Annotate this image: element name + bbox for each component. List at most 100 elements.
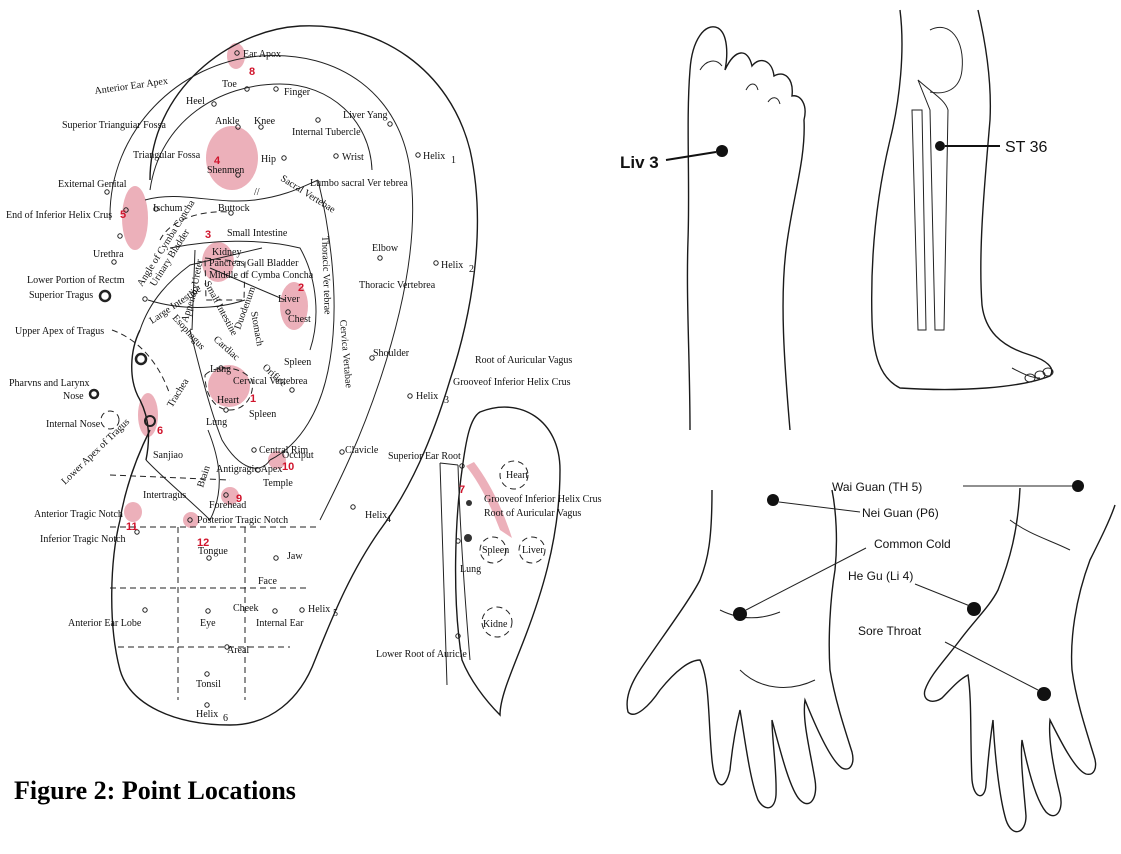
ear-label: Superior Trianguiar Fossa — [62, 120, 166, 131]
point-number: 10 — [282, 461, 294, 473]
posterior-ear-label: Lower Root of Auricle — [376, 649, 467, 660]
posterior-ear-labels: Root of Auricular Vagus Grooveof Inferio… — [376, 355, 602, 660]
point-number: 4 — [214, 155, 221, 167]
posterior-ear-diagram: 7 Root of Auricular Vagus Grooveof Infer… — [376, 355, 602, 715]
helix-subscript: 1 — [451, 155, 456, 166]
ear-label: Ankle — [215, 116, 240, 127]
svg-text://: // — [254, 187, 260, 198]
ear-label: Lumbo sacral Ver tebrea — [310, 178, 408, 189]
ear-label: Clavicle — [345, 445, 379, 456]
foot-diagram: Liv 3 — [620, 27, 805, 430]
ear-label: Nose — [63, 391, 84, 402]
liv3-label: Liv 3 — [620, 153, 659, 172]
leg-diagram: ST 36 — [872, 10, 1053, 390]
figure-caption: Figure 2: Point Locations — [14, 776, 296, 806]
ear-label: Upper Apex of Tragus — [15, 326, 104, 337]
ear-label: Middle of Cymba Concha — [209, 270, 314, 281]
right-hand-outline — [924, 488, 1115, 832]
ear-label: Cervical Vertebrea — [233, 376, 308, 387]
helix-subscript: 6 — [223, 713, 228, 724]
st36-point — [935, 141, 945, 151]
point-number: 2 — [298, 282, 304, 294]
ear-label: Knee — [254, 116, 276, 127]
ear-label: Occiput — [282, 450, 314, 461]
ear-label: Eye — [200, 618, 216, 629]
ear-label: Hip — [261, 154, 276, 165]
ear-label: Urethra — [93, 249, 124, 260]
ear-label: Thoracic Vertebrea — [359, 280, 436, 291]
ear-label: Anterior Tragic Notch — [34, 509, 123, 520]
ear-label: Antigragic Apex — [216, 464, 282, 475]
posterior-ear-outline — [456, 407, 560, 715]
posterior-ear-label: Kidne — [483, 619, 508, 630]
ear-label: Spleen — [284, 357, 311, 368]
ear-label: Cheek — [233, 603, 259, 614]
posterior-ear-label: Spleen — [482, 545, 509, 556]
helix-subscript: 4 — [386, 514, 391, 525]
ear-label: Anterior Ear Lobe — [68, 618, 142, 629]
ear-label: Kidney — [212, 247, 241, 258]
ear-label: Spleen — [249, 409, 276, 420]
common-cold-label: Common Cold — [874, 537, 951, 551]
point-number: 11 — [126, 521, 138, 533]
ear-label: Jaw — [287, 551, 303, 562]
point-number: 5 — [120, 209, 126, 221]
ear-label: Heel — [186, 96, 205, 107]
ear-label: Intertragus — [143, 490, 186, 501]
ear-label: Wrist — [342, 152, 364, 163]
ear-label: Lung — [206, 417, 227, 428]
ear-highlight-areas — [122, 43, 512, 538]
ear-label: Areal — [227, 645, 249, 656]
hands-diagram: Wai Guan (TH 5) Nei Guan (P6) Common Col… — [627, 480, 1115, 832]
ear-label: Cervica Vertabae — [337, 319, 354, 389]
ear-label: Helix — [441, 260, 463, 271]
posterior-ear-label: Heart — [506, 470, 528, 481]
ear-label: Shenmen — [207, 165, 244, 176]
posterior-ear-label: Grooveof Inferior Helix Crus — [484, 494, 602, 505]
point-number: 7 — [459, 484, 465, 496]
ear-label: Heart — [217, 395, 239, 406]
ear-diagram: // Ear Apox Anterior Ear Apex Toe Heel — [6, 26, 512, 725]
nei-guan-label: Nei Guan (P6) — [862, 506, 939, 520]
ear-label: Finger — [284, 87, 311, 98]
ear-label: Superior Tragus — [29, 290, 93, 301]
leg-outline — [872, 10, 1052, 390]
ear-label: Shoulder — [373, 348, 410, 359]
ear-label: End of Inferior Helix Crus — [6, 210, 112, 221]
ear-label: Small Intestine — [227, 228, 288, 239]
ear-label: Ear Apox — [243, 49, 281, 60]
point-number: 9 — [236, 493, 242, 505]
ear-label: Liver Yang — [343, 110, 387, 121]
helix-subscript: 3 — [444, 395, 449, 406]
point-number: 6 — [157, 425, 163, 437]
point-number: 1 — [250, 393, 256, 405]
ear-label: Posterior Tragic Notch — [197, 515, 288, 526]
ear-label: Sanjiao — [153, 450, 183, 461]
ear-label: Helix — [416, 391, 438, 402]
ear-label: Triangular Fossa — [133, 150, 201, 161]
ear-label: Stomach — [248, 311, 265, 347]
foot-outline — [687, 27, 805, 430]
left-hand-outline — [627, 490, 853, 808]
ear-label: Thoracic Ver tebrae — [319, 236, 333, 316]
posterior-ear-label: Superior Ear Root — [388, 451, 461, 462]
helix-subscript: 2 — [469, 264, 474, 275]
posterior-ear-label: Lung — [460, 564, 481, 575]
helix-subscript: 5 — [333, 608, 338, 619]
ear-label: Pharvns and Larynx — [9, 378, 90, 389]
posterior-ear-label: Liver — [522, 545, 544, 556]
ear-label: Lower Portion of Rectm — [27, 275, 125, 286]
ear-label: Helix — [196, 709, 218, 720]
sore-throat-label: Sore Throat — [858, 624, 922, 638]
ear-label: Liver — [278, 294, 300, 305]
ear-label: Helix — [423, 151, 445, 162]
he-gu-label: He Gu (Li 4) — [848, 569, 913, 583]
point-number: 8 — [249, 66, 255, 78]
ear-label: Face — [258, 576, 277, 587]
ear-label: Anterior Ear Apex — [94, 76, 169, 97]
ear-label: Temple — [263, 478, 293, 489]
st36-label: ST 36 — [1005, 139, 1048, 156]
ear-label: Chest — [288, 314, 311, 325]
point-number: 12 — [197, 537, 209, 549]
